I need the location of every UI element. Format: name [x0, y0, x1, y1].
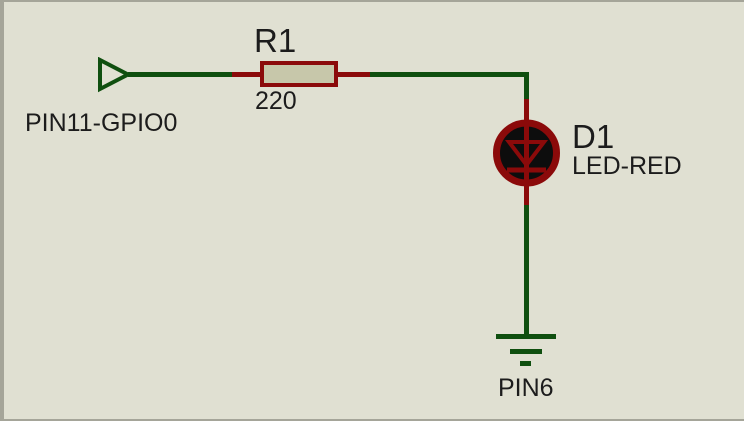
ground-bar-top [496, 334, 556, 339]
input-terminal-icon[interactable] [98, 57, 134, 93]
ground-bar-bottom [520, 361, 531, 366]
wire-vertical-green-bottom[interactable] [524, 205, 529, 336]
resistor-body[interactable] [260, 61, 338, 87]
led-value-label: LED-RED [572, 152, 682, 180]
led-symbol[interactable] [491, 117, 562, 189]
resistor-ref-label: R1 [254, 22, 297, 59]
wire-vertical-green-top[interactable] [524, 72, 529, 99]
led-lead-top[interactable] [524, 99, 529, 124]
ground-label: PIN6 [498, 374, 554, 402]
ground-bar-middle [510, 349, 542, 354]
wire-horizontal-green-right[interactable] [370, 72, 529, 77]
resistor-lead-right[interactable] [338, 72, 370, 77]
led-ref-label: D1 [572, 118, 615, 155]
resistor-lead-left[interactable] [232, 72, 260, 77]
input-terminal-label: PIN11-GPIO0 [25, 109, 178, 137]
wire-horizontal-green-left[interactable] [128, 72, 232, 77]
resistor-value-label: 220 [255, 87, 297, 115]
led-lead-bottom[interactable] [524, 185, 529, 205]
terminal-triangle [98, 57, 133, 93]
diode-anode-triangle [504, 140, 549, 169]
ground-symbol[interactable] [496, 334, 556, 366]
